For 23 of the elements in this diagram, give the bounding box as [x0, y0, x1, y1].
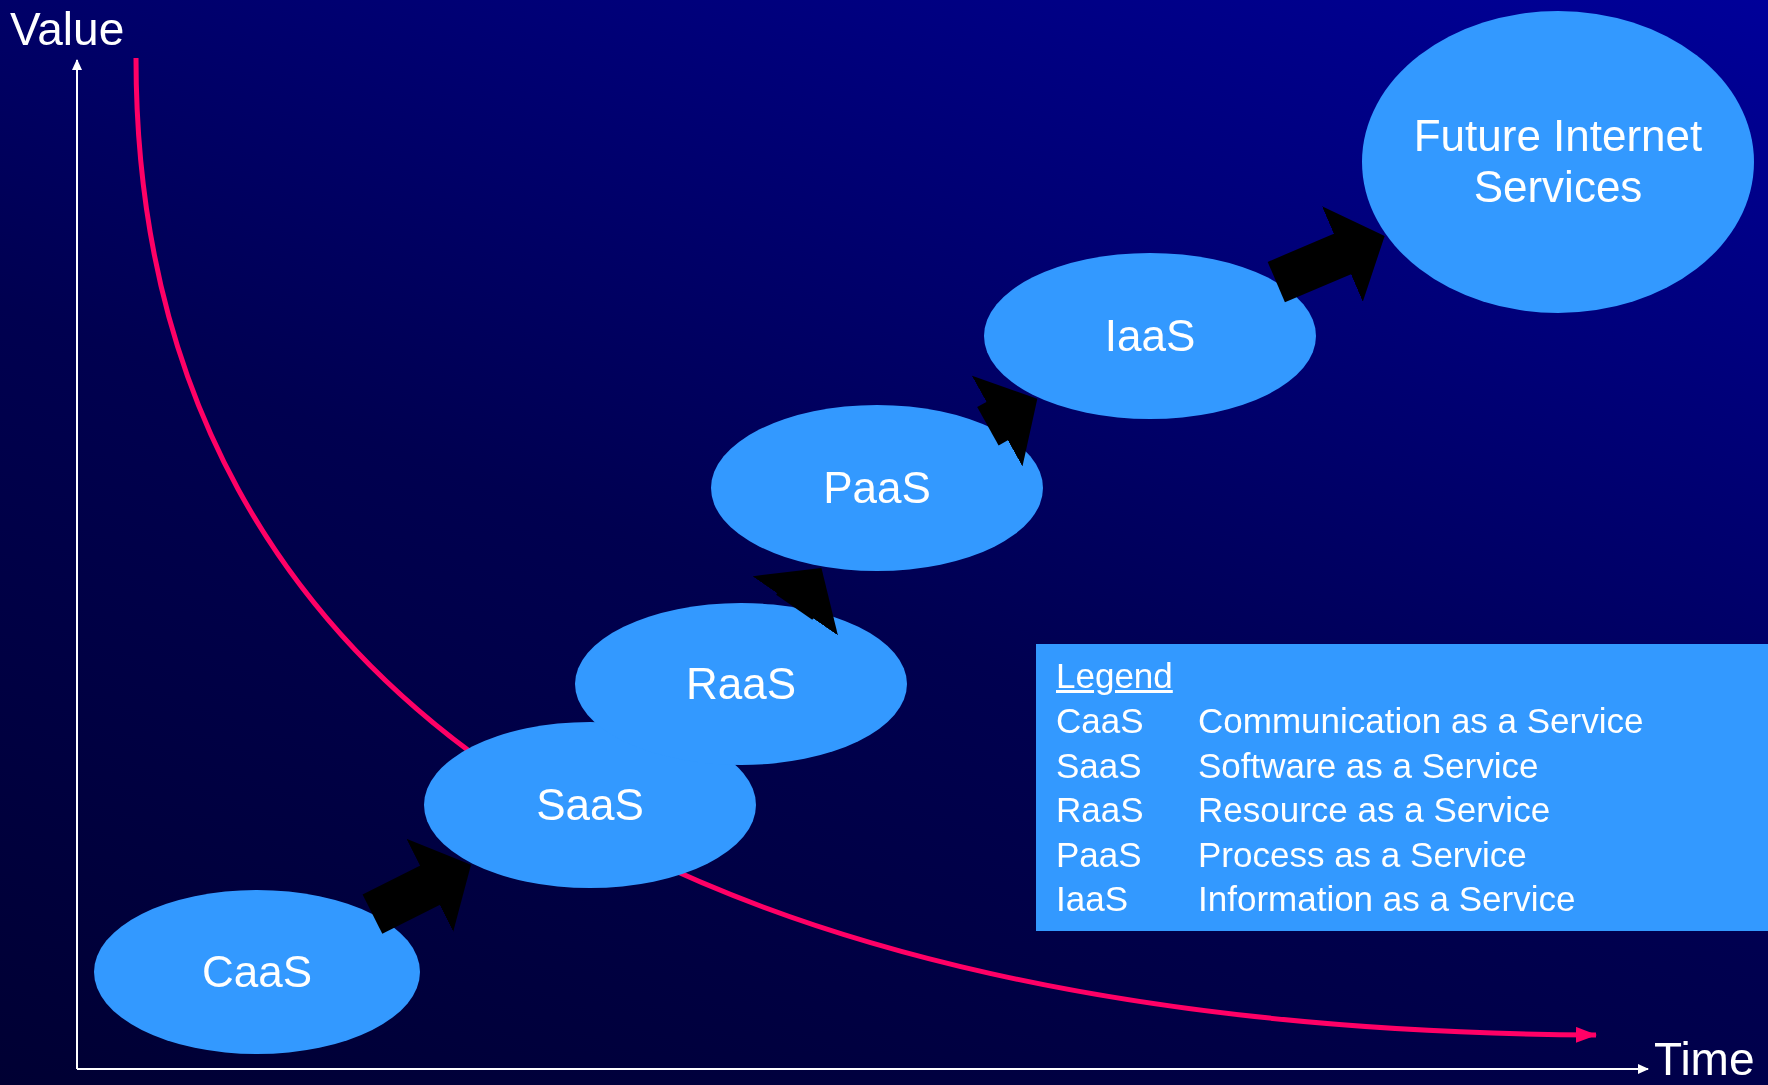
legend-definition: Process as a Service: [1198, 834, 1527, 875]
legend-abbreviation: SaaS: [1056, 745, 1142, 786]
block-arrow: [971, 375, 1038, 467]
block-arrow: [362, 838, 471, 934]
block-arrow: [752, 568, 838, 636]
node-label: Future Internet Services: [1412, 111, 1704, 213]
axis-label: Time: [1654, 1036, 1755, 1082]
node-label: SaaS: [536, 779, 644, 831]
legend-abbreviation: CaaS: [1056, 701, 1144, 741]
legend-abbreviation: RaaS: [1056, 790, 1144, 830]
legend-title: Legend: [1056, 656, 1173, 696]
node-label: RaaS: [685, 658, 797, 710]
legend-definition: Resource as a Service: [1198, 790, 1551, 830]
block-arrow: [1267, 206, 1385, 303]
legend-abbreviation: PaaS: [1056, 834, 1142, 875]
axis-label: Value: [10, 2, 125, 56]
node-label: CaaS: [201, 946, 313, 998]
node-label: PaaS: [823, 462, 931, 514]
legend-definition: Information as a Service: [1198, 879, 1576, 919]
legend-abbreviation: IaaS: [1056, 879, 1128, 919]
node-label: IaaS: [1104, 310, 1196, 362]
legend-definition: Software as a Service: [1198, 745, 1539, 786]
legend-definition: Communication as a Service: [1198, 701, 1644, 741]
